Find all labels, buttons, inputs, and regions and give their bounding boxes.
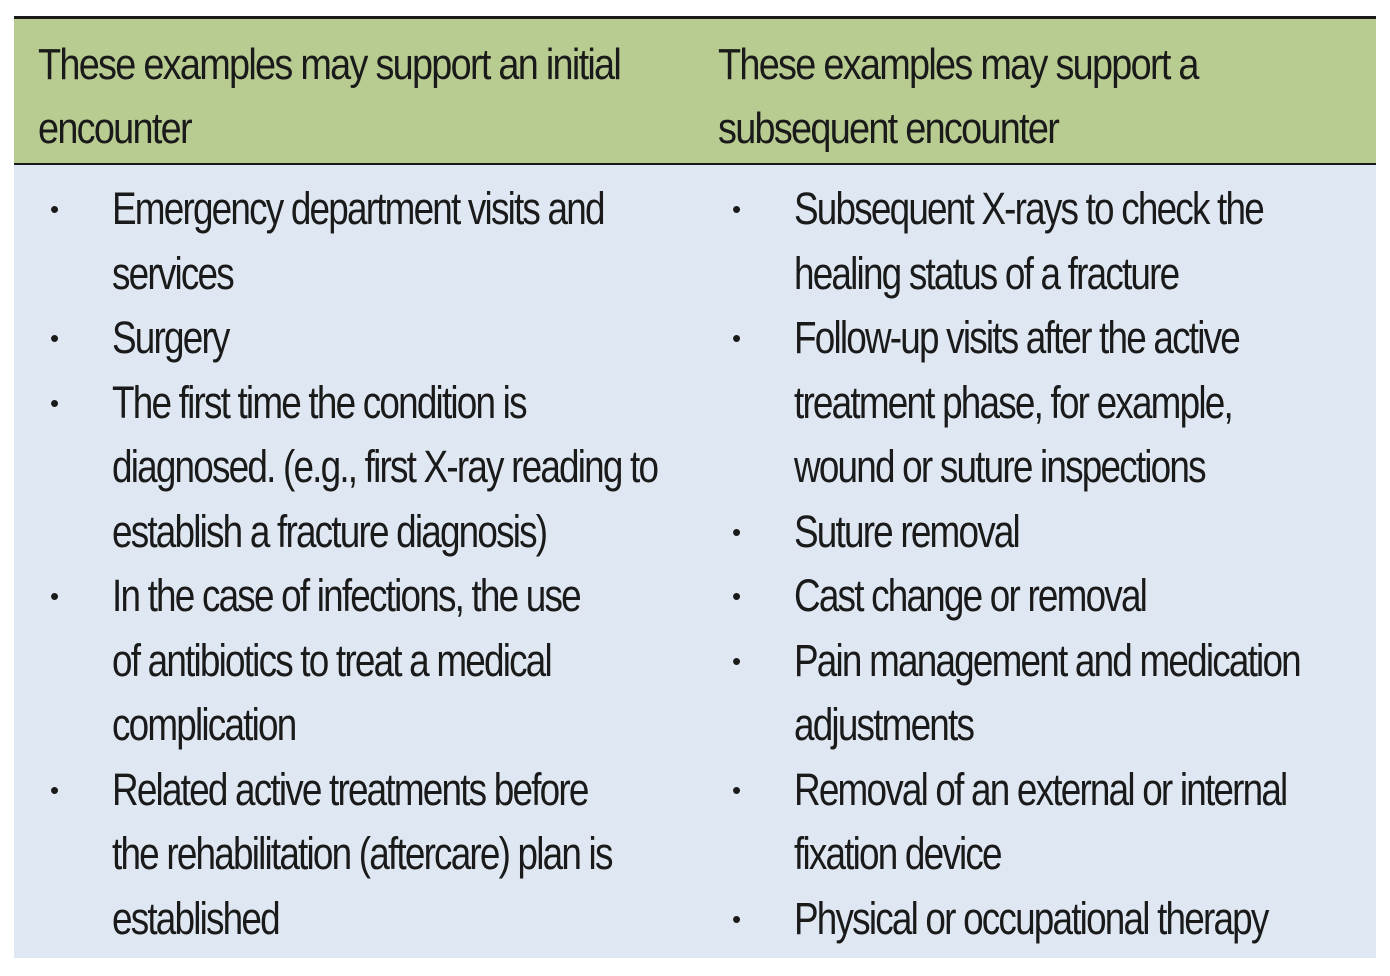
list-item-text: Surgery — [112, 306, 230, 371]
list-item-line: services — [112, 247, 235, 299]
table-header: These examples may support an initial en… — [14, 19, 1376, 165]
list-item-line: Follow-up visits after the active — [794, 312, 1241, 363]
bullet-icon: • — [732, 903, 742, 934]
list-item-line: Surgery — [112, 312, 230, 363]
list-item-line: Pain management and medication — [794, 634, 1302, 686]
list-item-line: of antibiotics to treat a medical — [112, 634, 553, 686]
list-item-line: Physical or occupational therapy — [794, 892, 1269, 944]
list-item-text: Removal of an external or internal fixati… — [794, 758, 1288, 887]
bullet-icon: • — [732, 323, 742, 353]
list-item-line: Suture removal — [794, 505, 1021, 557]
list-item-text: Subsequent X-rays to check the healing st… — [794, 177, 1265, 306]
list-item-line: diagnosed. (e.g., first X-ray reading to — [112, 441, 659, 492]
bullet-icon: • — [732, 194, 742, 224]
list-item-text: Follow-up visits after the active treatme… — [794, 306, 1241, 500]
list-item-line: established — [112, 892, 281, 944]
bullet-icon: • — [50, 774, 60, 805]
header-right-line-2: subsequent encounter — [718, 104, 1060, 153]
list-item-line: adjustments — [794, 699, 975, 750]
list-item-text: Related active treatments before the reha… — [112, 758, 613, 952]
list-item-line: In the case of infections, the use — [112, 570, 582, 621]
list-item-line: the rehabilitation (aftercare) plan is — [112, 828, 613, 879]
bullet-icon: • — [732, 645, 742, 676]
list-item-text: Pain management and medication adjustment… — [794, 629, 1302, 758]
header-left-line-1: These examples may support an initial — [38, 40, 622, 89]
list-item-line: The first time the condition is — [112, 376, 528, 428]
encounter-examples-table: These examples may support an initial en… — [14, 16, 1376, 958]
bullet-icon: • — [732, 774, 742, 805]
header-right-line-1: These examples may support a — [718, 40, 1199, 89]
list-item-line: Removal of an external or internal — [794, 763, 1288, 815]
list-item-line: fixation device — [794, 828, 1003, 879]
list-item-line: treatment phase, for example, — [794, 376, 1234, 428]
bullet-icon: • — [50, 194, 60, 224]
list-item-line: Emergency department visits and — [112, 183, 605, 234]
list-item-line: Cast change or removal — [794, 570, 1148, 621]
list-item-text: Suture removal — [794, 500, 1021, 565]
bullet-icon: • — [732, 581, 742, 611]
bullet-icon: • — [732, 516, 742, 547]
bullet-icon: • — [50, 581, 60, 611]
list-item-line: establish a fracture diagnosis) — [112, 505, 548, 557]
table-body: • Emergency department visits and services… — [14, 165, 1376, 958]
list-item-line: healing status of a fracture — [794, 247, 1180, 299]
header-initial-encounter: These examples may support an initial en… — [38, 33, 657, 161]
bullet-icon: • — [50, 323, 60, 353]
list-item-line: Related active treatments before — [112, 763, 589, 815]
list-item-text: Cast change or removal — [794, 564, 1148, 629]
list-item-text: In the case of infections, the use of ant… — [112, 564, 582, 758]
list-item-line: complication — [112, 699, 297, 750]
list-item-text: Emergency department visits and services — [112, 177, 605, 306]
list-item-text: Physical or occupational therapy — [794, 887, 1269, 952]
list-item-line: wound or suture inspections — [794, 441, 1207, 492]
list-item-line: Subsequent X-rays to check the — [794, 183, 1265, 234]
header-subsequent-encounter: These examples may support a subsequent … — [718, 33, 1354, 161]
bullet-icon: • — [50, 387, 60, 418]
header-left-line-2: encounter — [38, 104, 193, 153]
list-item-text: The first time the condition is diagnosed… — [112, 371, 659, 565]
